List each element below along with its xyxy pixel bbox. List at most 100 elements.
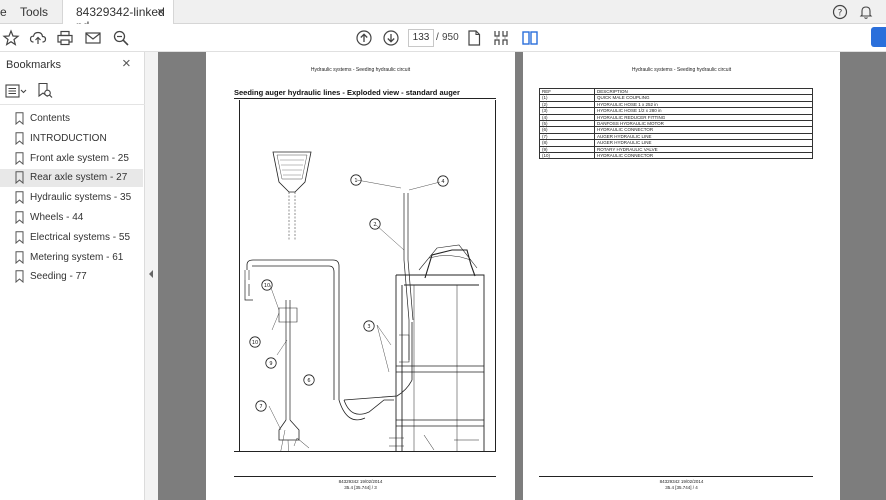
callout-3b-label: 3 xyxy=(367,324,370,330)
table-row: (7)AUGER HYDRAULIC LINE xyxy=(539,132,813,141)
hydraulic-motor xyxy=(278,419,300,441)
bookmark-item[interactable]: Hydraulic systems - 35 xyxy=(0,189,143,207)
page-tools-icon[interactable] xyxy=(492,29,510,47)
callout-1-label: 1 xyxy=(354,178,357,184)
hydraulic-connector xyxy=(278,307,298,323)
callout-9-label: 9 xyxy=(269,361,272,367)
bookmark-label: Electrical systems - 55 xyxy=(30,231,131,243)
bookmarks-title: Bookmarks xyxy=(6,59,62,71)
table-row: (9)ROTARY HYDRAULIC VALVE xyxy=(539,145,813,154)
bookmark-label: Wheels - 44 xyxy=(30,212,84,223)
page-separator: / xyxy=(436,32,439,43)
bookmark-label: INTRODUCTION xyxy=(30,132,107,144)
bookmark-item[interactable]: Electrical systems - 55 xyxy=(0,229,143,247)
bookmark-icon xyxy=(15,250,24,264)
bookmark-label: Front axle system - 25 xyxy=(30,152,129,164)
callout-4 xyxy=(437,175,449,187)
table-cell-description: HYDRAULIC CONNECTOR xyxy=(594,126,813,134)
bookmark-icon xyxy=(15,211,24,224)
bookmark-item[interactable]: Contents xyxy=(0,110,143,128)
bookmark-label: Contents xyxy=(30,113,71,124)
title-rule xyxy=(234,98,496,99)
bookmark-item[interactable]: Metering system - 61 xyxy=(0,249,143,267)
bookmark-item[interactable]: Front axle system - 25 xyxy=(0,150,143,168)
bookmark-item[interactable]: INTRODUCTION xyxy=(0,130,143,148)
toolbar: 133 / 950 xyxy=(0,24,886,52)
bookmark-star-icon[interactable] xyxy=(2,29,20,47)
diagram-title: Seeding auger hydraulic lines - Exploded… xyxy=(234,88,460,97)
bookmark-search-icon[interactable] xyxy=(37,82,53,100)
tab-home[interactable]: e xyxy=(0,5,7,19)
print-icon[interactable] xyxy=(56,29,74,47)
svg-text:?: ? xyxy=(838,9,843,19)
bookmark-options-icon[interactable] xyxy=(5,83,27,99)
footer-rule xyxy=(539,476,813,477)
table-row: (10)HYDRAULIC CONNECTOR xyxy=(539,152,813,160)
callout-3-b xyxy=(363,320,375,332)
zoom-icon[interactable] xyxy=(112,29,130,47)
bookmark-label: Seeding - 77 xyxy=(30,271,87,283)
bookmark-icon xyxy=(15,171,24,185)
exploded-view-diagram: 1 2 4 3 10 10 9 6 7 8 5 ««««« 1 xyxy=(244,151,485,451)
bookmark-item[interactable]: Wheels - 44 xyxy=(0,209,143,227)
callout-10-b xyxy=(249,336,261,348)
bookmark-item[interactable]: Seeding - 77 xyxy=(0,268,143,286)
diagram-frame xyxy=(239,100,496,451)
callout-4-label: 4 xyxy=(441,179,444,185)
table-row: (8)AUGER HYDRAULIC LINE xyxy=(539,139,813,147)
document-view: Hydraulic systems - Seeding hydraulic ci… xyxy=(158,52,886,500)
upload-icon[interactable] xyxy=(29,29,47,47)
page-fit-icon[interactable] xyxy=(465,29,483,47)
table-cell-description: AUGER HYDRAULIC LINE xyxy=(594,132,813,141)
table-cell-description: AUGER HYDRAULIC LINE xyxy=(594,139,813,147)
bookmark-label: Metering system - 61 xyxy=(30,251,124,263)
bookmark-icon xyxy=(15,231,24,244)
table-row: (6)HYDRAULIC CONNECTOR xyxy=(539,126,813,134)
panel-splitter[interactable] xyxy=(145,52,158,500)
auger-hopper xyxy=(272,151,312,193)
side-panel-toggle-button[interactable] xyxy=(871,27,886,47)
page-footer-id: 84329342 19/02/2014 xyxy=(338,479,383,484)
mail-icon[interactable] xyxy=(84,29,102,47)
parts-table: REF DESCRIPTION (1)QUICK MALE COUPLING(2… xyxy=(539,87,813,160)
bookmark-label: Rear axle system - 27 xyxy=(30,172,128,184)
callout-10b-label: 10 xyxy=(252,340,258,346)
callout-9 xyxy=(265,357,277,369)
notification-bell-icon[interactable] xyxy=(858,4,874,20)
hopper-grate xyxy=(276,154,308,180)
page-number-input[interactable]: 133 xyxy=(408,29,434,47)
page-header: Hydraulic systems - Seeding hydraulic ci… xyxy=(631,67,732,73)
callout-6 xyxy=(303,374,315,386)
bookmark-icon xyxy=(15,191,24,205)
bookmarks-toolbar xyxy=(0,79,145,105)
table-cell-description: HYDRAULIC CONNECTOR xyxy=(594,152,813,160)
page-footer-number: 35.4 [35.744] / 4 xyxy=(665,485,698,490)
collapse-arrow-icon[interactable] xyxy=(149,270,153,278)
tab-tools[interactable]: Tools xyxy=(20,5,49,19)
tab-bar: e Tools 84329342-linked pd... × ? xyxy=(0,0,886,33)
callout-10a-label: 10 xyxy=(264,283,270,289)
callout-1 xyxy=(350,174,362,186)
bookmark-item[interactable]: Rear axle system - 27 xyxy=(0,169,143,188)
bookmark-icon xyxy=(15,151,24,165)
footer-rule xyxy=(234,476,496,477)
table-cell-description: ROTARY HYDRAULIC VALVE xyxy=(594,145,813,154)
callout-6-label: 6 xyxy=(307,378,310,384)
page-total: 950 xyxy=(442,32,459,43)
bookmark-label: Hydraulic systems - 35 xyxy=(30,192,132,204)
next-page-icon[interactable] xyxy=(382,29,400,47)
pdf-page-right: Hydraulic systems - Seeding hydraulic ci… xyxy=(523,52,840,500)
bookmarks-close-button[interactable]: × xyxy=(122,55,131,72)
diagram-bottom-rule xyxy=(234,451,496,452)
cart-frame xyxy=(396,274,485,451)
reading-mode-icon[interactable] xyxy=(521,29,539,47)
tab-close-button[interactable]: × xyxy=(157,4,165,19)
pdf-page-left: Hydraulic systems - Seeding hydraulic ci… xyxy=(206,52,515,500)
callout-7 xyxy=(255,400,267,412)
bookmark-icon xyxy=(15,132,24,145)
page-footer-id: 84329342 19/02/2014 xyxy=(659,479,704,484)
prev-page-icon[interactable] xyxy=(355,29,373,47)
callout-2-label: 2 xyxy=(373,222,376,228)
help-icon[interactable]: ? xyxy=(832,4,848,20)
